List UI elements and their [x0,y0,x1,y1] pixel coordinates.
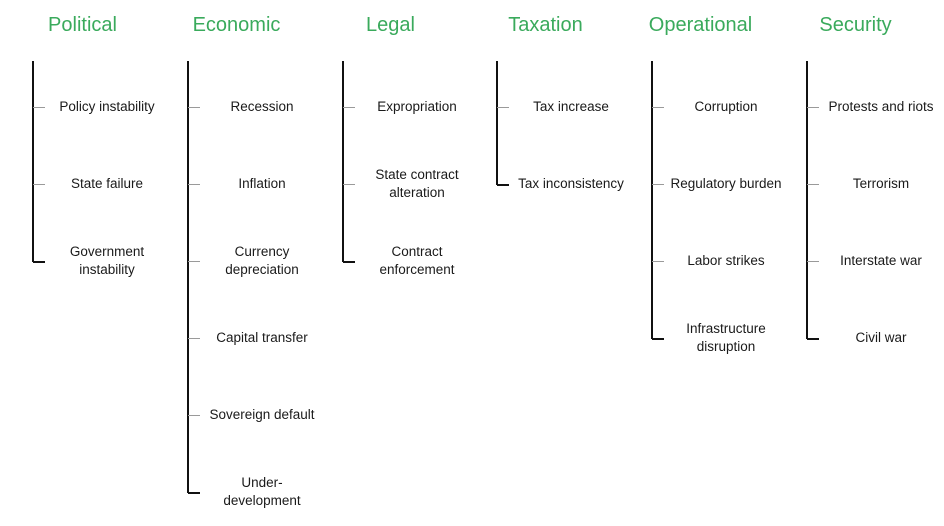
item-label: State contract alteration [375,167,459,200]
item-label: Under-development [223,475,301,508]
bracket-line [496,61,498,185]
column-title: Legal [366,14,415,36]
item-label: Capital transfer [216,330,308,345]
item-label: Inflation [238,176,286,191]
connector-tick [33,261,45,263]
connector-tick [188,415,200,416]
connector-tick [807,107,819,108]
item-label: Expropriation [377,99,457,114]
bracket-line [32,61,34,262]
connector-tick [652,184,664,185]
column-title: Operational [648,14,753,36]
item-label: Sovereign default [209,407,315,422]
connector-tick [807,261,819,262]
item-label: Civil war [855,330,907,345]
connector-tick [652,338,664,340]
column-title: Security [819,14,892,36]
column-title: Political [48,14,117,36]
item-label: Corruption [694,99,758,114]
connector-tick [343,107,355,108]
bracket-line [651,61,653,339]
connector-tick [343,184,355,185]
item-label: State failure [70,176,144,191]
connector-tick [807,184,819,185]
item-label: Government instability [69,244,145,277]
connector-tick [188,492,200,494]
connector-tick [497,184,509,186]
column-title: Economic [192,14,281,36]
item-label: Interstate war [840,253,922,268]
item-label: Tax increase [533,99,609,114]
item-label: Infrastructure disruption [686,321,766,354]
connector-tick [807,338,819,340]
connector-tick [33,184,45,185]
connector-tick [188,184,200,185]
bracket-line [187,61,189,493]
connector-tick [188,261,200,262]
item-label: Protests and riots [828,99,934,114]
item-label: Currency depreciation [225,244,299,277]
item-label: Recession [230,99,294,114]
item-label: Tax inconsistency [518,176,624,191]
item-label: Labor strikes [687,253,765,268]
connector-tick [188,107,200,108]
item-label: Contract enforcement [379,244,455,277]
connector-tick [652,261,664,262]
bracket-line [342,61,344,262]
connector-tick [497,107,509,108]
column-title: Taxation [508,14,583,36]
connector-tick [33,107,45,108]
item-label: Policy instability [59,99,155,114]
connector-tick [652,107,664,108]
bracket-line [806,61,808,339]
connector-tick [188,338,200,339]
item-label: Terrorism [852,176,910,191]
connector-tick [343,261,355,263]
item-label: Regulatory burden [670,176,782,191]
